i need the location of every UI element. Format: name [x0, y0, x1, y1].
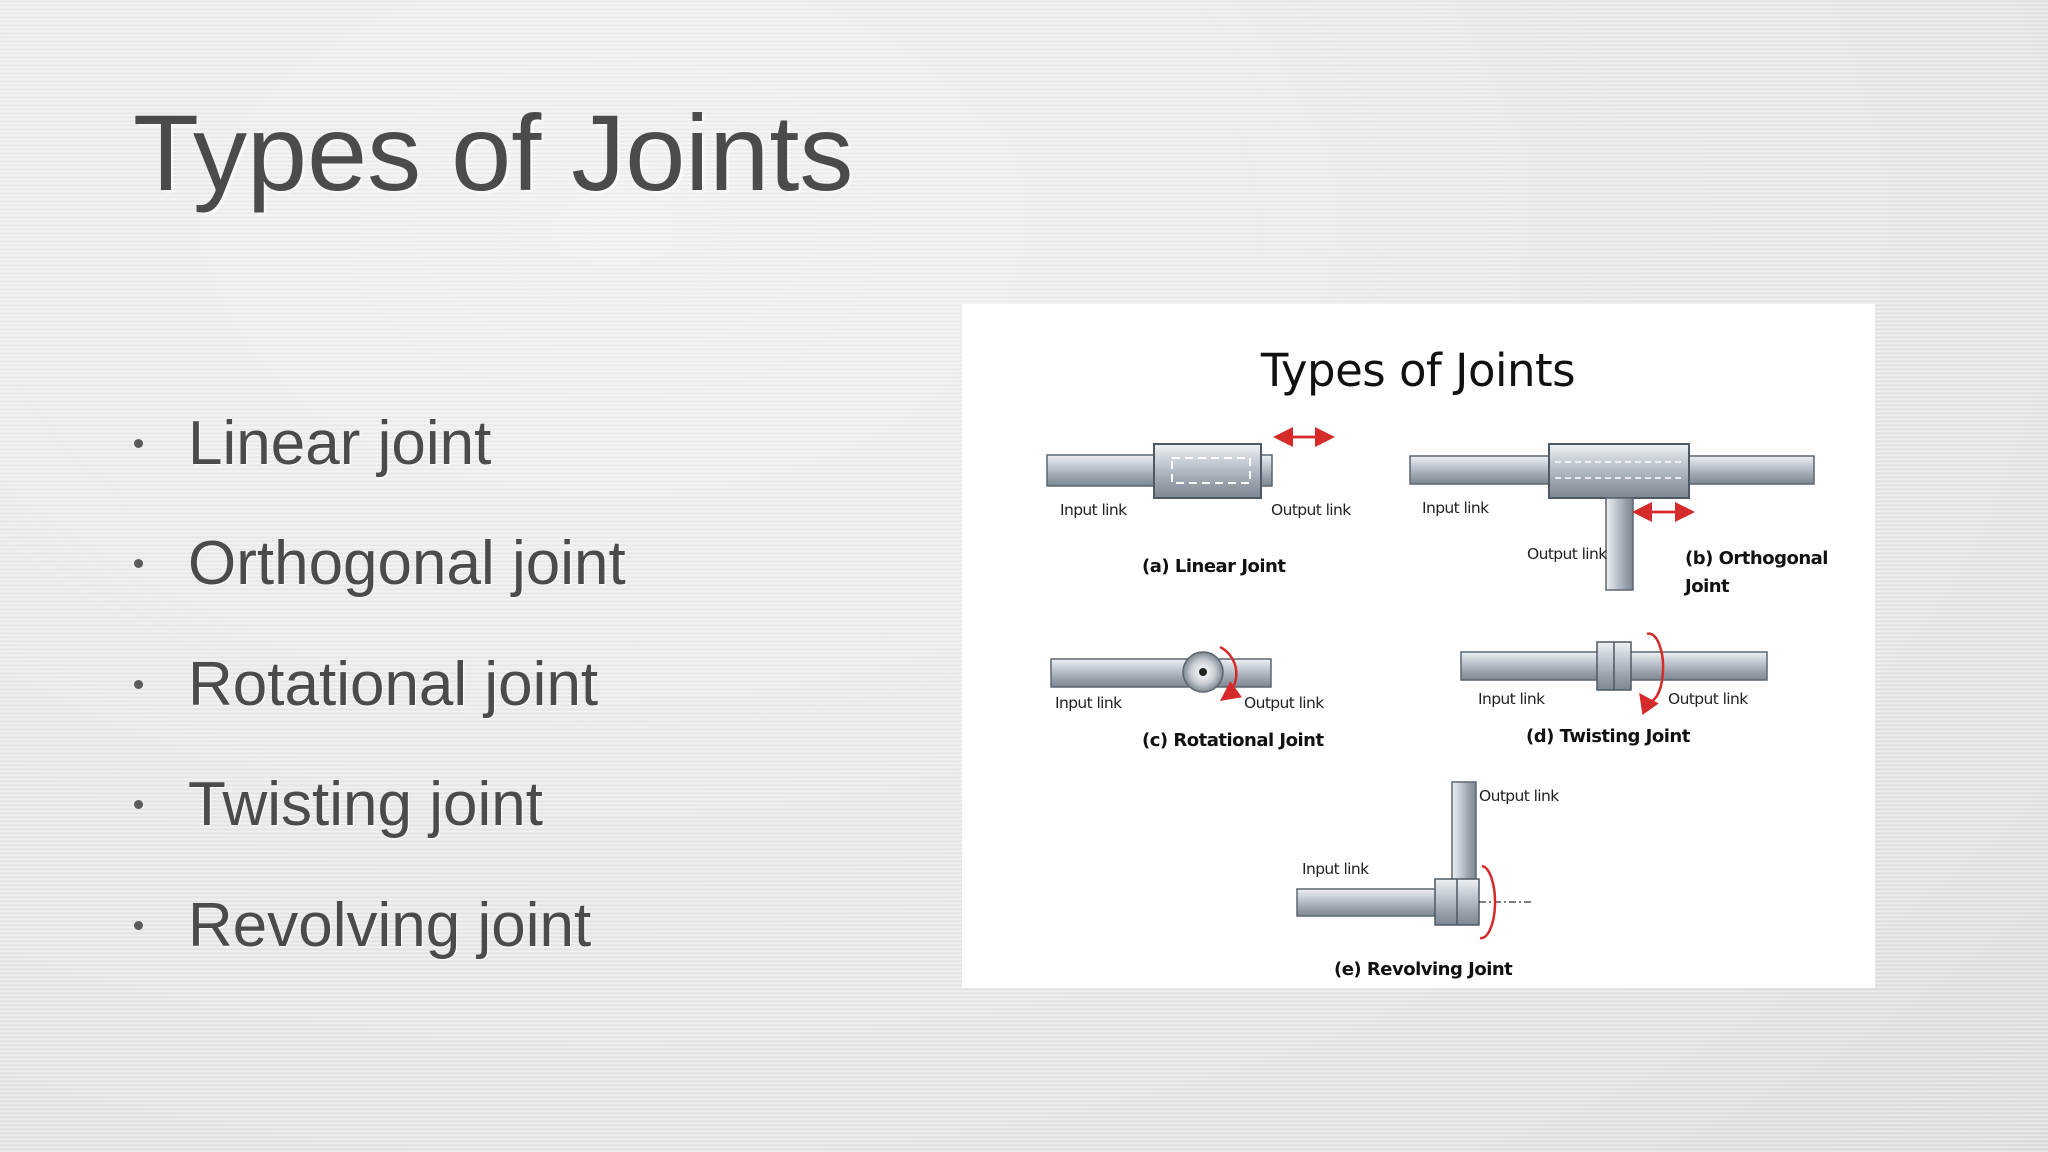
- bullet-dot: [134, 438, 143, 448]
- orthogonal-caption-line1: (b) Orthogonal: [1685, 548, 1828, 569]
- joints-figure: Types of Joints Input link Output link (…: [962, 304, 1875, 988]
- bullet-linear-joint: Linear joint: [130, 383, 626, 504]
- bullet-dot: [134, 920, 143, 930]
- figure-title: Types of Joints: [1260, 344, 1575, 397]
- bullet-orthogonal-joint: Orthogonal joint: [130, 504, 626, 625]
- bullet-text: Orthogonal joint: [188, 529, 626, 599]
- rotational-pin-center: [1199, 668, 1207, 676]
- orthogonal-input-label: Input link: [1422, 499, 1489, 517]
- bullet-rotational-joint: Rotational joint: [130, 624, 626, 745]
- rotational-output-label: Output link: [1244, 694, 1324, 712]
- bullet-dot: [134, 679, 143, 689]
- bullet-dot: [134, 800, 143, 810]
- revolving-input-rod: [1296, 888, 1438, 917]
- rotational-input-label: Input link: [1055, 694, 1122, 712]
- linear-joint-diagram: Input link Output link (a) Linear Joint: [1046, 427, 1352, 577]
- slide-title: Types of Joints: [133, 92, 854, 213]
- orthogonal-output-label: Output link: [1527, 545, 1607, 563]
- revolving-input-label: Input link: [1302, 860, 1369, 878]
- revolving-joint-diagram: Input link Output link (e) Revolving Joi…: [1296, 781, 1560, 980]
- orthogonal-output-rod: [1605, 497, 1634, 591]
- twisting-caption: (d) Twisting Joint: [1526, 726, 1691, 747]
- joints-diagram: Types of Joints Input link Output link (…: [1046, 344, 1828, 980]
- linear-caption: (a) Linear Joint: [1142, 556, 1286, 577]
- bullet-dot: [134, 559, 143, 569]
- rotational-joint-diagram: Input link Output link (c) Rotational Jo…: [1050, 645, 1325, 751]
- linear-sleeve: [1153, 443, 1262, 499]
- revolving-caption: (e) Revolving Joint: [1334, 959, 1513, 980]
- bullet-list: Linear joint Orthogonal joint Rotational…: [130, 383, 626, 986]
- bullet-text: Rotational joint: [188, 649, 599, 719]
- rotational-caption: (c) Rotational Joint: [1142, 730, 1324, 751]
- twisting-output-label: Output link: [1668, 690, 1748, 708]
- linear-input-label: Input link: [1060, 501, 1127, 519]
- revolving-output-rod: [1451, 781, 1477, 893]
- bullet-text: Revolving joint: [188, 890, 592, 960]
- orthogonal-caption-line2: Joint: [1683, 576, 1730, 597]
- twisting-joint-diagram: Input link Output link (d) Twisting Join…: [1460, 632, 1768, 747]
- rotational-rods: [1050, 658, 1272, 688]
- twisting-motion-arc: [1639, 632, 1665, 716]
- orthogonal-sleeve: [1548, 443, 1690, 499]
- bullet-text: Twisting joint: [188, 770, 543, 840]
- revolving-output-label: Output link: [1479, 787, 1559, 805]
- bullet-twisting-joint: Twisting joint: [130, 745, 626, 866]
- twisting-input-label: Input link: [1478, 690, 1545, 708]
- bullet-text: Linear joint: [188, 408, 492, 478]
- linear-hidden-rod: [1171, 457, 1251, 484]
- orthogonal-joint-diagram: Input link Output link (b) Orthogonal Jo…: [1409, 443, 1828, 597]
- rotational-motion-arc: [1219, 645, 1243, 701]
- revolving-motion-arc: [1479, 864, 1497, 940]
- bullet-revolving-joint: Revolving joint: [130, 865, 626, 986]
- linear-output-label: Output link: [1271, 501, 1351, 519]
